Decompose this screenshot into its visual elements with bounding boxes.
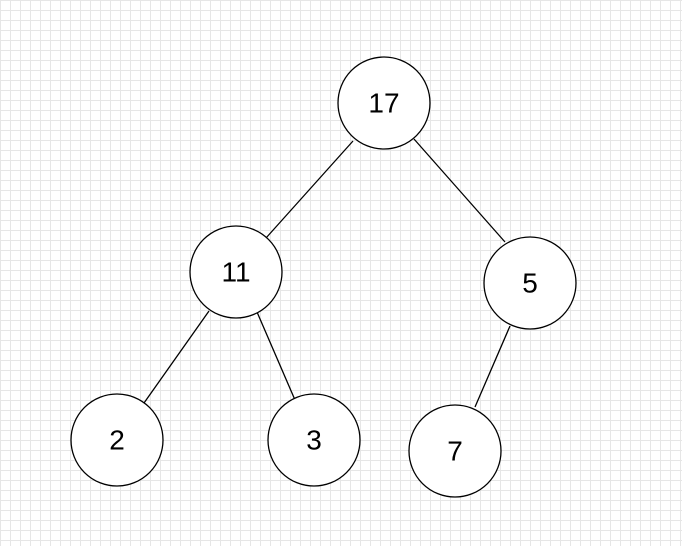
- node-label: 7: [447, 436, 463, 467]
- nodes-layer: 17 11 5 2 3 7: [70, 56, 577, 498]
- node-circle: [267, 393, 361, 487]
- node-label: 17: [368, 88, 399, 119]
- tree-node-7: 7: [408, 404, 502, 498]
- tree-node-3: 3: [267, 393, 361, 487]
- node-label: 3: [306, 425, 322, 456]
- node-circle: [70, 393, 164, 487]
- tree-node-2: 2: [70, 393, 164, 487]
- node-circle: [408, 404, 502, 498]
- edge-17-5: [413, 138, 506, 243]
- node-label: 5: [522, 268, 538, 299]
- edges-layer: [143, 138, 511, 408]
- node-label: 11: [221, 257, 250, 288]
- edge-17-11: [265, 140, 354, 239]
- tree-node-11: 11: [189, 225, 283, 319]
- edge-11-2: [143, 310, 210, 404]
- node-circle: [337, 56, 431, 150]
- node-circle: [189, 225, 283, 319]
- node-label: 2: [109, 425, 125, 456]
- tree-node-17: 17: [337, 56, 431, 150]
- edge-11-3: [256, 311, 296, 401]
- tree-node-5: 5: [483, 236, 577, 330]
- node-circle: [483, 236, 577, 330]
- edge-5-7: [474, 325, 511, 408]
